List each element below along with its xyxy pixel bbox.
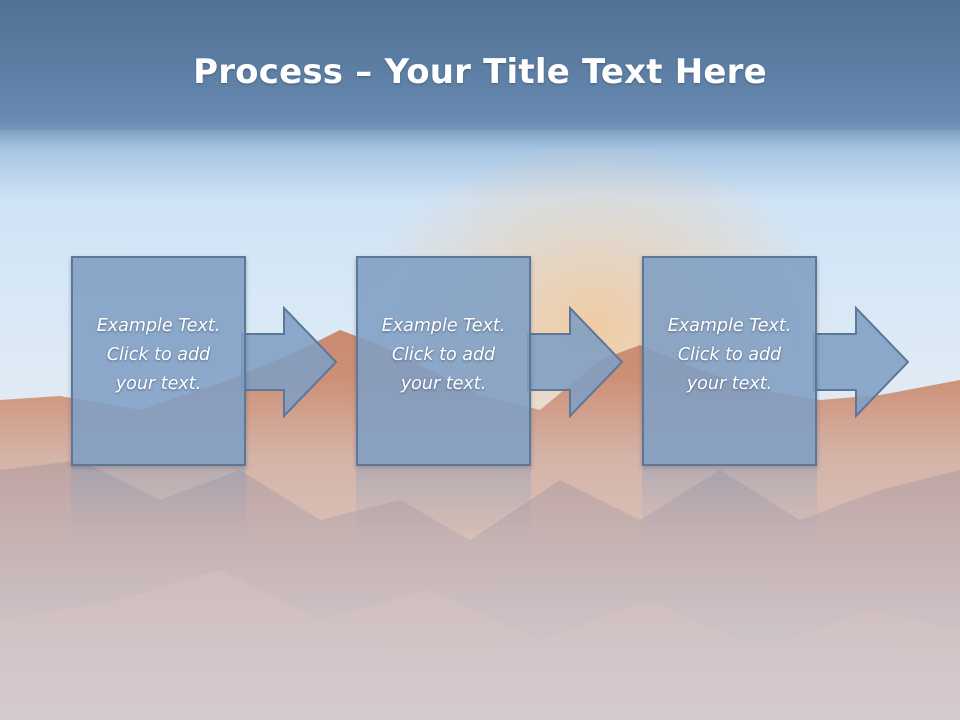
step-line-1: Example Text.	[96, 316, 221, 336]
step-text[interactable]: Example Text. Click to add your text.	[73, 312, 244, 399]
step-text[interactable]: Example Text. Click to add your text.	[644, 312, 815, 399]
process-step-3[interactable]: Example Text. Click to add your text.	[642, 256, 817, 466]
step-line-2: Click to add	[677, 345, 782, 365]
step-line-2: Click to add	[391, 345, 496, 365]
step-reflection	[71, 468, 246, 538]
process-step-2[interactable]: Example Text. Click to add your text.	[356, 256, 531, 466]
title-band	[0, 0, 960, 130]
step-reflection	[642, 468, 817, 538]
step-line-2: Click to add	[106, 345, 211, 365]
right-arrow-icon	[813, 306, 910, 418]
right-arrow-icon	[527, 306, 624, 418]
step-line-1: Example Text.	[667, 316, 792, 336]
step-line-3: your text.	[686, 374, 773, 394]
title-rest: – Your Title Text Here	[343, 52, 767, 92]
step-reflection	[356, 468, 531, 538]
slide-title[interactable]: Process – Your Title Text Here	[0, 52, 960, 92]
step-line-1: Example Text.	[381, 316, 506, 336]
step-line-3: your text.	[400, 374, 487, 394]
right-arrow-icon	[241, 306, 338, 418]
step-line-3: your text.	[115, 374, 202, 394]
process-step-1[interactable]: Example Text. Click to add your text.	[71, 256, 246, 466]
title-bold: Process	[193, 52, 344, 92]
step-text[interactable]: Example Text. Click to add your text.	[358, 312, 529, 399]
